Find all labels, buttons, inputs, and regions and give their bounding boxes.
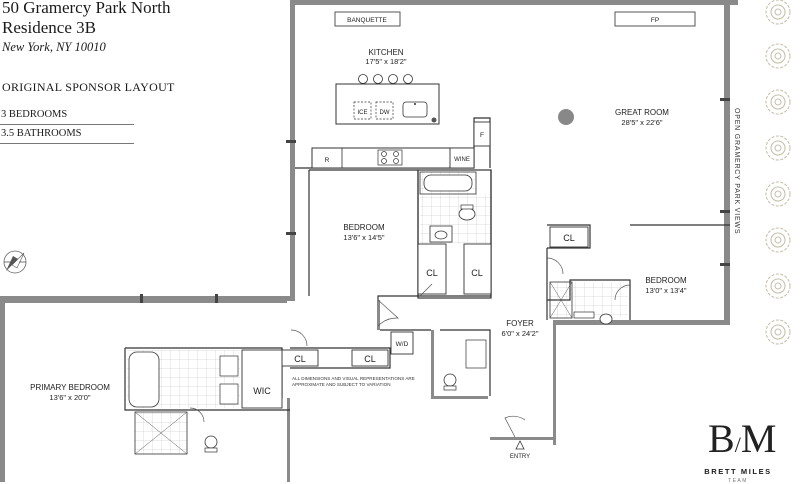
- tree-icon: [765, 181, 791, 207]
- closet-label-east: CL: [563, 233, 575, 243]
- bathroom-count: 3.5 BATHROOMS: [0, 125, 134, 144]
- tree-icon: [765, 319, 791, 345]
- wine-label: WINE: [454, 157, 470, 163]
- center-bathroom: [419, 171, 490, 244]
- residence-number: Residence 3B: [2, 18, 96, 37]
- kitchen-dims: 17'5" x 18'2": [365, 57, 406, 66]
- door-swings: [189, 257, 631, 438]
- exterior-walls: [0, 0, 738, 482]
- washer-dryer-label: W/D: [396, 341, 409, 348]
- fireplace-label: FP: [651, 17, 659, 24]
- great-room-name: GREAT ROOM: [615, 108, 669, 117]
- tree-icon: [765, 135, 791, 161]
- kitchen-name: KITCHEN: [368, 48, 403, 57]
- bedroom-center-name: BEDROOM: [343, 223, 385, 232]
- layout-note: ORIGINAL SPONSOR LAYOUT: [2, 80, 175, 94]
- banquette-label: BANQUETTE: [347, 17, 387, 24]
- disclaimer-line-2: APPROXIMATE AND SUBJECT TO VARIATION: [292, 382, 391, 387]
- logo-tagline: TEAM: [728, 478, 748, 484]
- tree-icon: [765, 43, 791, 69]
- primary-bedroom-name: PRIMARY BEDROOM: [30, 383, 110, 392]
- tree-icon: [765, 89, 791, 115]
- great-room-dims: 28'5" x 22'6": [621, 118, 662, 127]
- window-mullions: [140, 98, 730, 303]
- east-bathroom: [549, 281, 628, 325]
- primary-bedroom-dims: 13'6" x 20'0": [49, 393, 90, 402]
- bedroom-center-dims: 13'6" x 14'5": [343, 233, 384, 242]
- bedroom-east-name: BEDROOM: [645, 276, 687, 285]
- refrigerator-label: R: [325, 157, 330, 164]
- kitchen-layout: BANQUETTE FP ICE DW R WINE F: [311, 11, 696, 169]
- bedroom-count: 3 BEDROOMS: [0, 106, 134, 125]
- tree-icon: [765, 273, 791, 299]
- closet-label-bedroom-b: CL: [471, 268, 483, 278]
- foyer-dims: 6'0" x 24'2": [502, 329, 539, 338]
- compass-icon: [3, 250, 27, 274]
- closets: CL CL CL CL CL WIC W/D: [241, 226, 589, 409]
- cooktop-icon: [377, 149, 403, 166]
- logo-monogram: B/M: [708, 416, 777, 461]
- closet-label-bedroom-a: CL: [426, 268, 438, 278]
- disclaimer-line-1: ALL DIMENSIONS AND VISUAL REPRESENTATION…: [292, 376, 415, 381]
- entry-label: ENTRY: [510, 454, 530, 460]
- city-line: New York, NY 10010: [2, 40, 106, 54]
- freezer-label: F: [480, 132, 484, 139]
- closet-label-hall-a: CL: [294, 354, 306, 364]
- logo-name: BRETT MILES: [704, 467, 772, 476]
- dishwasher-label: DW: [380, 110, 390, 116]
- primary-bathroom: [127, 350, 240, 455]
- tree-icon: [765, 0, 791, 25]
- tree-icon: [765, 227, 791, 253]
- walk-in-closet-label: WIC: [253, 386, 271, 396]
- brett-miles-logo: B/M BRETT MILES TEAM: [700, 416, 800, 484]
- powder-room: [443, 339, 487, 391]
- views-label: OPEN GRAMERCY PARK VIEWS: [733, 108, 740, 234]
- closet-label-hall-b: CL: [364, 354, 376, 364]
- foyer-name: FOYER: [506, 319, 534, 328]
- ice-label: ICE: [357, 110, 367, 116]
- building-address: 50 Gramercy Park North: [2, 0, 171, 17]
- park-trees: [765, 0, 791, 345]
- entry-arrow-icon: [515, 440, 525, 450]
- bedroom-east-dims: 13'0" x 13'4": [645, 286, 686, 295]
